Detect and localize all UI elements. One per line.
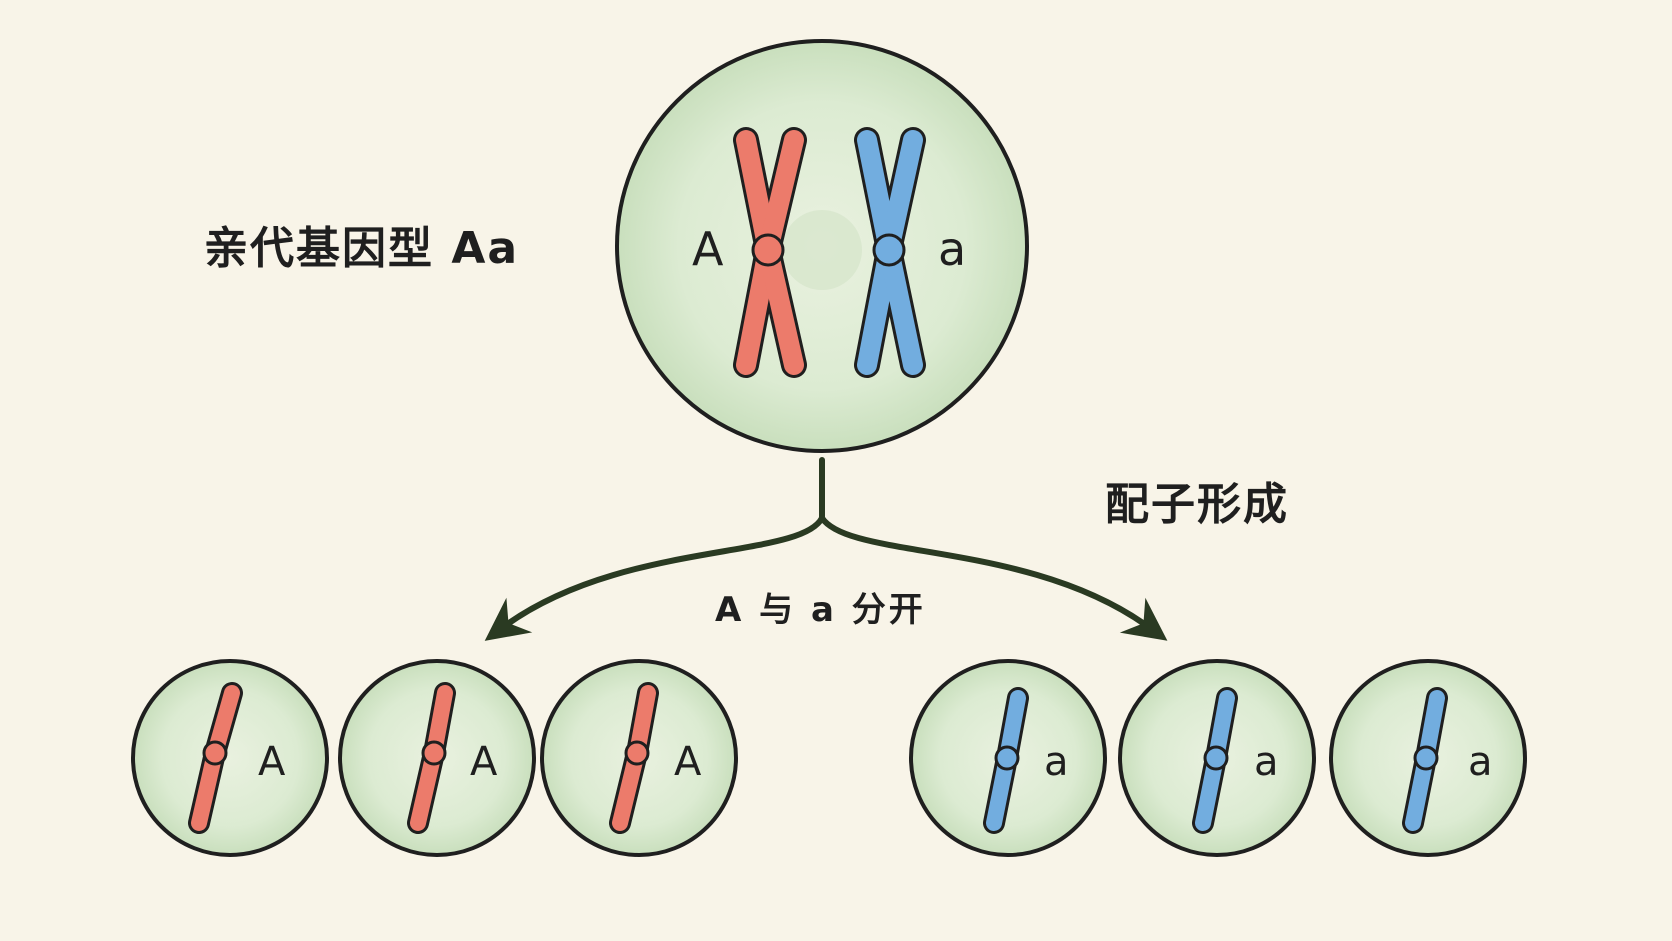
gamete-cell-3 — [540, 659, 738, 857]
gamete-allele-2: A — [470, 739, 498, 785]
gamete-formation-label: 配子形成 — [1105, 479, 1289, 530]
parent-allele-left: A — [692, 222, 724, 276]
gamete-cell-5 — [1118, 659, 1316, 857]
gamete-allele-1: A — [258, 739, 286, 785]
parent-allele-right: a — [938, 222, 967, 276]
gamete-allele-5: a — [1254, 739, 1279, 785]
arrow-right — [819, 515, 1168, 641]
separation-arrows — [484, 457, 1168, 641]
separation-label: A 与 a 分开 — [715, 590, 926, 630]
parent-genotype-label: 亲代基因型 Aa — [204, 223, 520, 274]
arrow-left — [484, 515, 825, 641]
gamete-cell-1 — [131, 659, 329, 857]
blue-chromosome-pair — [854, 127, 926, 378]
gamete-cell-6 — [1329, 659, 1527, 857]
nucleus-shadow — [782, 210, 862, 290]
gamete-allele-4: a — [1044, 739, 1069, 785]
gamete-allele-6: a — [1468, 739, 1493, 785]
gamete-cell-2 — [338, 659, 536, 857]
gamete-allele-3: A — [674, 739, 702, 785]
red-chromosome-pair — [733, 127, 807, 378]
gamete-cell-4 — [909, 659, 1107, 857]
